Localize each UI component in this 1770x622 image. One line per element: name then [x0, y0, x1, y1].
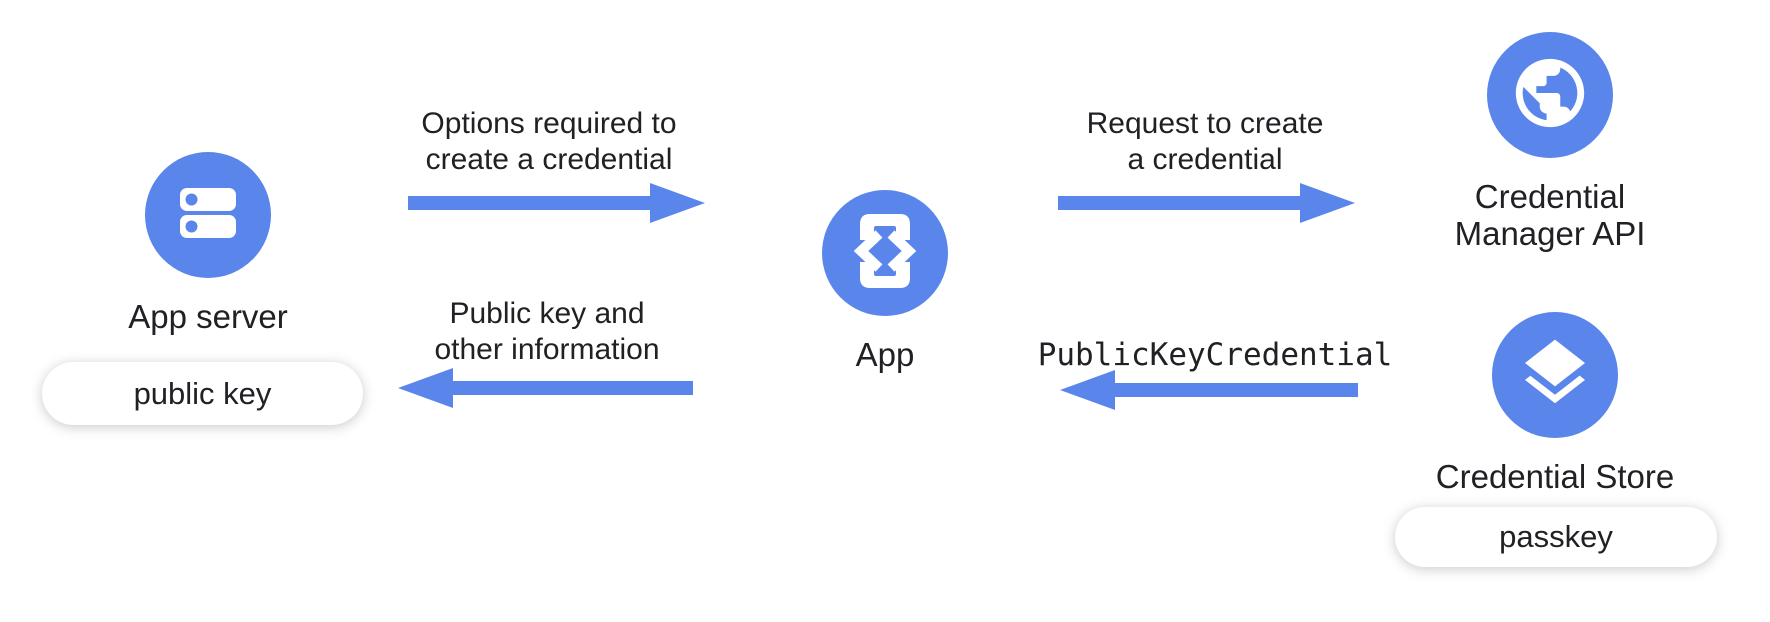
public-key-badge: public key — [42, 362, 363, 425]
arrow-shaft — [1108, 383, 1358, 397]
options-arrow-label: Options required to create a credential — [421, 107, 677, 176]
arrow-head-left — [398, 368, 453, 408]
public-key-credential-label: PublicKeyCredential — [1037, 337, 1393, 373]
node-credential-manager: Credential Manager API — [1440, 32, 1660, 252]
public-key-info-arrow-label: Public key and other information — [434, 297, 660, 366]
app-circle — [822, 190, 948, 316]
credential-manager-label: Credential Manager API — [1454, 178, 1646, 252]
public-key-badge-label: public key — [133, 375, 272, 411]
phone-code-icon — [822, 188, 948, 319]
server-icon — [145, 150, 271, 281]
node-app: App — [775, 190, 995, 373]
passkey-badge-label: passkey — [1499, 519, 1613, 554]
app-server-label: App server — [128, 298, 288, 335]
arrow-head-right — [1300, 183, 1355, 223]
arrow-head-right — [650, 183, 705, 223]
node-app-server: App server — [98, 152, 318, 335]
request-arrow — [1058, 183, 1355, 223]
app-server-circle — [145, 152, 271, 278]
node-credential-store: Credential Store — [1420, 312, 1690, 495]
arrow-shaft — [408, 196, 657, 210]
globe-icon — [1509, 52, 1591, 139]
arrow-head-left — [1060, 370, 1115, 410]
arrow-shaft — [1058, 196, 1307, 210]
options-arrow — [408, 183, 705, 223]
request-arrow-label: Request to create a credential — [1086, 107, 1324, 176]
credential-store-label: Credential Store — [1435, 458, 1675, 495]
credential-store-circle — [1492, 312, 1618, 438]
layers-icon — [1515, 333, 1595, 418]
public-key-credential-arrow — [1060, 370, 1358, 410]
public-key-info-arrow — [398, 368, 693, 408]
arrow-shaft — [446, 381, 693, 395]
passkey-badge: passkey — [1395, 507, 1717, 567]
credential-manager-circle — [1487, 32, 1613, 158]
app-label: App — [855, 336, 915, 373]
